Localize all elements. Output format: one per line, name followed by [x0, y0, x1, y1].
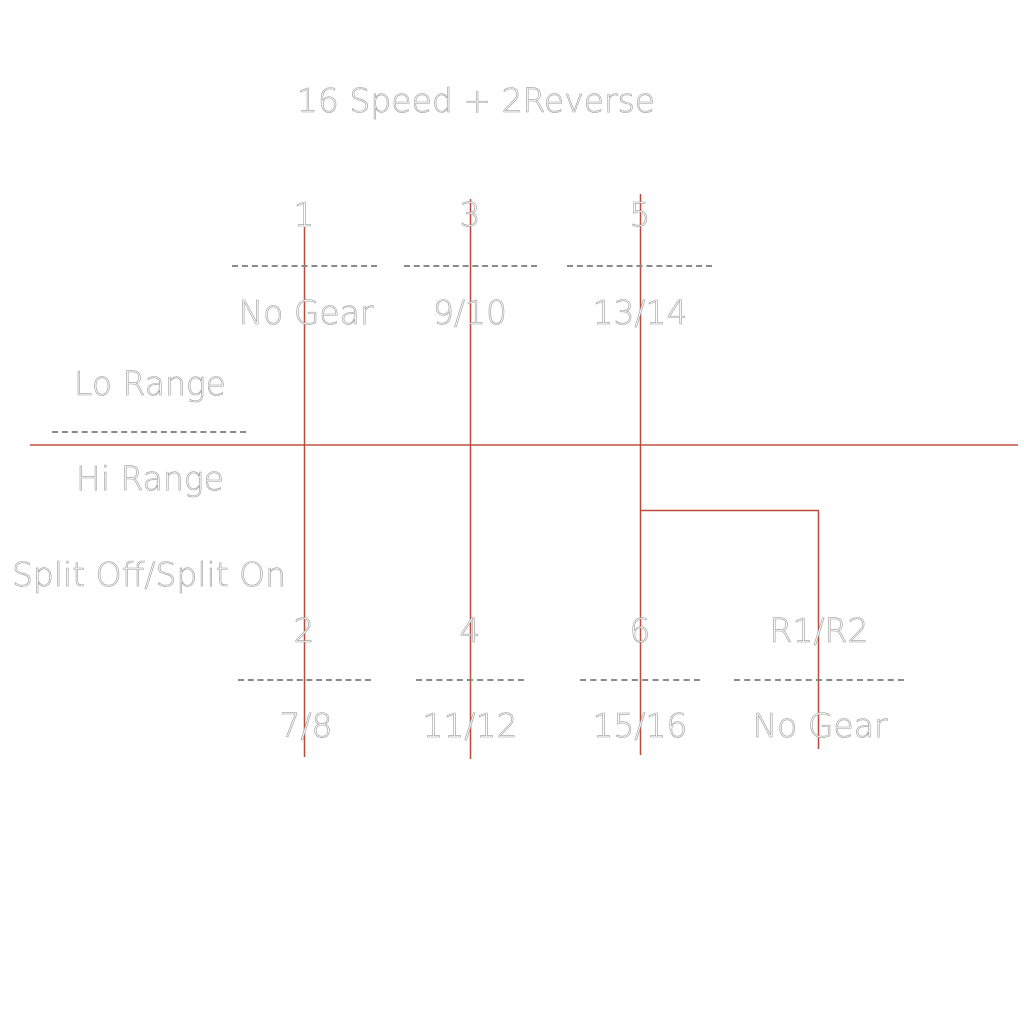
split-gear-label: No Gear [752, 706, 888, 745]
divider-dashes [232, 265, 377, 267]
gear-label: 6 [629, 611, 651, 650]
gear-label: 3 [459, 195, 481, 234]
split-gear-label: 15/16 [592, 706, 688, 745]
split-gear-label: No Gear [238, 293, 374, 332]
split-gear-label: 11/12 [422, 706, 518, 745]
divider-dashes [404, 265, 537, 267]
split-label: Split Off/Split On [11, 555, 287, 594]
reverse-gear-label: R1/R2 [769, 611, 869, 650]
divider-dashes [580, 679, 700, 681]
hi-range-label: Hi Range [76, 459, 225, 498]
diagram-title: 16 Speed + 2Reverse [296, 81, 656, 120]
divider-dashes [734, 679, 904, 681]
split-gear-label: 7/8 [279, 706, 333, 745]
gear-label: 4 [459, 611, 481, 650]
divider-dashes [238, 679, 371, 681]
divider-dashes [416, 679, 524, 681]
divider-dashes [567, 265, 712, 267]
gear-label: 5 [629, 195, 651, 234]
split-gear-label: 9/10 [432, 293, 508, 332]
split-gear-label: 13/14 [592, 293, 688, 332]
lo-range-label: Lo Range [74, 364, 227, 403]
range-dashes [52, 431, 246, 433]
gear-label: 2 [293, 611, 315, 650]
gear-label: 1 [293, 195, 315, 234]
